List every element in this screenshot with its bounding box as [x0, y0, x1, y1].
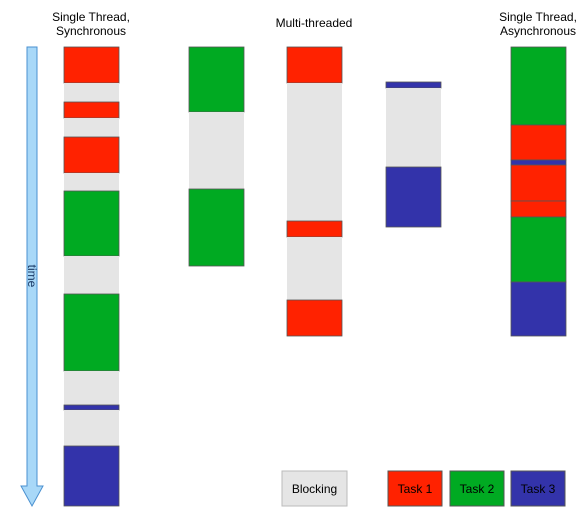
legend-task2: Task 2 [449, 470, 505, 507]
blocking-segment [64, 410, 119, 446]
legend-blocking: Blocking [281, 470, 348, 507]
blocking-segment [64, 83, 119, 102]
legend-task3-label: Task 3 [521, 482, 556, 496]
blocking-segment [287, 83, 342, 221]
legend-task2-label: Task 2 [460, 482, 495, 496]
task1-segment [286, 46, 343, 84]
legend-task3-swatch [510, 470, 566, 507]
task3-segment [63, 404, 120, 411]
task1-segment [286, 299, 343, 337]
task1-segment [510, 200, 567, 218]
async-title-line1: Single Thread, [499, 10, 577, 24]
legend-blocking-label: Blocking [292, 482, 337, 496]
time-arrow: time [20, 46, 44, 508]
legend-task1: Task 1 [387, 470, 443, 507]
task2-segment [188, 188, 245, 267]
legend-task1-swatch [387, 470, 443, 507]
sync-column [63, 46, 120, 507]
task1-segment [63, 101, 120, 119]
task1-segment [63, 136, 120, 174]
blocking-segment [64, 371, 119, 405]
time-arrow-shape [20, 46, 44, 508]
task3-segment [385, 166, 442, 228]
task2-segment [63, 190, 120, 257]
task3-segment [385, 81, 442, 89]
sync-title-line2: Synchronous [56, 24, 126, 38]
task1-segment [510, 124, 567, 161]
blocking-segment [189, 112, 244, 189]
task2-segment [63, 293, 120, 372]
async-title-line2: Asynchronous [500, 24, 576, 38]
task2-segment [510, 46, 567, 126]
task3-segment [510, 281, 567, 337]
task1-segment [510, 164, 567, 202]
task2-segment [510, 216, 567, 283]
time-label: time [25, 265, 39, 288]
async-column [510, 46, 567, 337]
sync-title-line1: Single Thread, [52, 10, 130, 24]
blocking-segment [287, 237, 342, 300]
legend: Blocking Task 1 Task 2 Task 3 [281, 470, 566, 507]
blocking-segment [386, 88, 441, 167]
task3-segment [510, 159, 567, 166]
task3-segment [63, 445, 120, 507]
multi-title: Multi-threaded [276, 16, 353, 30]
legend-task3: Task 3 [510, 470, 566, 507]
thread-2-column [286, 46, 343, 337]
task1-segment [286, 220, 343, 238]
legend-task2-swatch [449, 470, 505, 507]
blocking-segment [64, 256, 119, 294]
legend-blocking-swatch [281, 470, 348, 507]
legend-task1-label: Task 1 [398, 482, 433, 496]
thread-3-column [385, 81, 442, 228]
task2-segment [188, 46, 245, 113]
task1-segment [63, 46, 120, 84]
thread-1-column [188, 46, 245, 267]
blocking-segment [64, 118, 119, 137]
blocking-segment [64, 173, 119, 191]
